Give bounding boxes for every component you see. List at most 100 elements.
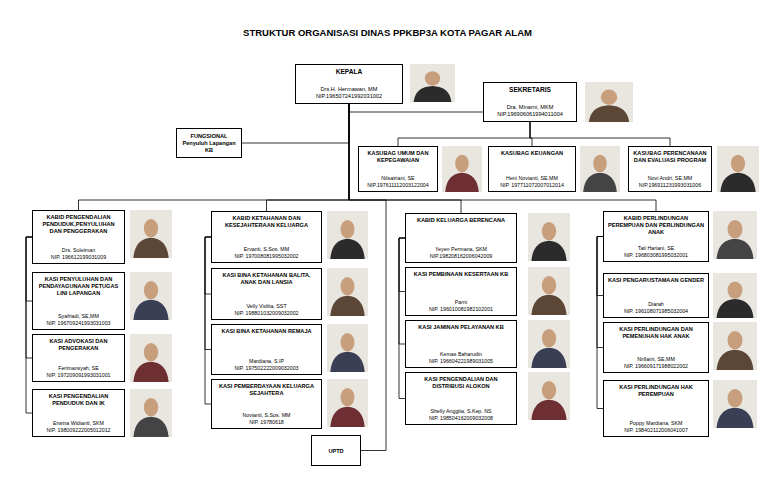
org-box: KEPALADrs.H. Hermawan, MMNIP.19650724199… bbox=[295, 64, 403, 104]
org-connector bbox=[267, 104, 350, 211]
photo-ground bbox=[130, 272, 172, 320]
person-name: Heni Novianti, SE.MM bbox=[492, 175, 572, 182]
org-box: KASI PEMBERDAYAAN KELUARGA SEJAHTERA Novi… bbox=[211, 379, 322, 429]
photo-ground bbox=[580, 146, 620, 192]
org-box: KASI PEMBINAAN KESERTAAN KBParniNIP. 196… bbox=[405, 267, 517, 316]
photo-ground bbox=[410, 64, 455, 102]
photo-body bbox=[720, 173, 755, 192]
photo-head bbox=[144, 219, 158, 237]
person-name: Poppy Mardiana, SKM bbox=[607, 420, 705, 427]
position-title: KASI JAMINAN PELAYANAN KB bbox=[409, 324, 513, 331]
person-nip: NIP. 196108071985032004 bbox=[607, 308, 705, 315]
person-info: ParniNIP. 196010081982102001 bbox=[409, 299, 513, 313]
org-box: KABID KELUARGA BERENCANA Yeyen Permana, S… bbox=[405, 213, 517, 263]
person-info: Erwina Widianti, SKMNIP. 198009222005012… bbox=[36, 420, 121, 434]
portrait-photo bbox=[717, 146, 759, 192]
photo-body bbox=[133, 417, 168, 437]
person-nip: NIP.198208162006042009 bbox=[409, 253, 513, 260]
connector-group bbox=[26, 104, 670, 451]
position-title: KASI PEMBERDAYAAN KELUARGA SEJAHTERA bbox=[215, 383, 318, 397]
photo-head bbox=[731, 155, 745, 172]
org-box: KABID PENGENDALIAN PENDUDUK,PENYULUHAN D… bbox=[32, 210, 125, 264]
portrait-photo bbox=[580, 146, 620, 192]
org-box: FUNGSIONAL Penyuluh Lapangan KB bbox=[176, 128, 242, 158]
photo-body bbox=[330, 296, 364, 316]
portrait-photo bbox=[130, 210, 172, 258]
org-box: KASI ADVOKASI DAN PENGERAKANFerimansyah,… bbox=[32, 334, 125, 382]
org-box: KASI BINA KETAHANAN BALITA, ANAK DAN LAN… bbox=[211, 268, 322, 320]
person-nip: NIP. 196604221989031005 bbox=[409, 358, 513, 365]
position-title: KASUBAG KEUANGAN bbox=[492, 150, 572, 157]
org-box: KABID KETAHANAN DAN KESEJAHTERAAN KELUAR… bbox=[211, 211, 322, 263]
photo-body bbox=[717, 299, 754, 318]
person-info: Dra. Minarni, MKMNIP.196906061994011004 bbox=[487, 104, 573, 119]
photo-body bbox=[330, 352, 364, 372]
org-box: KASUBAG KEUANGAN Heni Novianti, SE.MMNIP.… bbox=[488, 146, 576, 192]
person-name: Parni bbox=[409, 299, 513, 306]
person-info: Heni Novianti, SE.MMNIP. 197711072007012… bbox=[492, 175, 572, 189]
person-name: Tati Hariani, SE bbox=[607, 245, 705, 252]
person-info: Yeyen Permana, SKMNIP.198208162006042009 bbox=[409, 246, 513, 260]
org-connector bbox=[349, 104, 483, 112]
portrait-photo bbox=[130, 272, 172, 320]
org-box: KASI PENGENDALIAN PENDUDUK DAN IK Erwina … bbox=[32, 389, 125, 437]
photo-body bbox=[445, 173, 479, 192]
person-nip: NIP. 197008081995032002 bbox=[215, 253, 318, 260]
photo-ground bbox=[713, 322, 757, 370]
person-info: Syafriadi, SE,MMNIP. 196709241993031003 bbox=[36, 313, 121, 327]
position-title: KASI PENGENDALIAN PENDUDUK DAN IK bbox=[36, 393, 121, 407]
position-title: KASI ADVOKASI DAN PENGERAKAN bbox=[36, 338, 121, 352]
person-nip: NIP. 19780618 bbox=[215, 419, 318, 426]
person-info: Drs. SuleimanNIP. 196612199031009 bbox=[36, 247, 121, 261]
person-info: Ervanti, S.Sos. MMNIP. 19700808199503200… bbox=[215, 246, 318, 260]
person-name: Velly Violita, SST bbox=[215, 303, 318, 310]
photo-ground bbox=[130, 210, 172, 258]
portrait-photo bbox=[713, 322, 757, 370]
person-info: Mardiana, S.IPNIP. 197502222009032003 bbox=[215, 358, 318, 372]
photo-body bbox=[133, 362, 168, 382]
photo-ground bbox=[713, 380, 757, 428]
person-nip: NIP. 198801032009032002 bbox=[215, 310, 318, 317]
photo-ground bbox=[717, 146, 759, 192]
portrait-photo bbox=[713, 211, 757, 259]
person-nip: NIP. 196609171988022002 bbox=[607, 363, 705, 370]
org-box: SEKRETARISDra. Minarni, MKMNIP.196906061… bbox=[483, 82, 577, 122]
photo-ground bbox=[327, 268, 368, 316]
photo-ground bbox=[327, 379, 368, 427]
person-name: Diarah bbox=[607, 301, 705, 308]
person-info: Nilsatriani, SENIP.197611112003122004 bbox=[362, 175, 434, 189]
org-box: KASI PERLINDUNGAN HAK PEREMPUANPoppy Mar… bbox=[603, 380, 709, 437]
person-name: Shelly Anggita, S.Kep. NS bbox=[409, 408, 513, 415]
photo-head bbox=[542, 222, 556, 240]
photo-head bbox=[728, 389, 743, 407]
position-title: KASI BINA KETAHANAN REMAJA bbox=[215, 328, 318, 335]
photo-ground bbox=[528, 213, 570, 261]
portrait-photo bbox=[327, 268, 368, 316]
photo-head bbox=[425, 71, 440, 85]
photo-ground bbox=[442, 146, 482, 192]
photo-head bbox=[341, 277, 355, 295]
person-name: Novianti, S.Sos. MM bbox=[215, 412, 318, 419]
position-title: KASUBAG UMUM DAN KEPEGAWAIAN bbox=[362, 150, 434, 164]
org-box: KASI PENGARUSTAMAAN GENDERDiarahNIP. 196… bbox=[603, 273, 709, 318]
org-box: KASUBAG UMUM DAN KEPEGAWAIAN Nilsatriani,… bbox=[358, 146, 438, 192]
portrait-photo bbox=[327, 379, 368, 427]
person-name: Mardiana, S.IP bbox=[215, 358, 318, 365]
photo-ground bbox=[130, 334, 172, 382]
photo-body bbox=[717, 408, 754, 428]
person-nip: NIP. 197711072007012014 bbox=[492, 182, 572, 189]
position-title: KABID KELUARGA BERENCANA bbox=[409, 217, 513, 224]
photo-body bbox=[330, 239, 364, 259]
person-nip: NIP. 197502222009032003 bbox=[215, 365, 318, 372]
person-nip: NIP. 197209091993031001 bbox=[36, 372, 121, 379]
person-nip: NIP. 198504162009032008 bbox=[409, 415, 513, 422]
photo-body bbox=[717, 350, 754, 370]
person-nip: NIP. 198009222005012012 bbox=[36, 427, 121, 434]
org-box: KASI PENGENDALIAN DAN DISTRIBUSI ALOKONS… bbox=[405, 372, 517, 425]
portrait-photo bbox=[528, 213, 570, 261]
person-name: Drs.H. Hermawan, MM bbox=[299, 86, 399, 94]
person-name: Kemas Baharudin bbox=[409, 351, 513, 358]
photo-body bbox=[414, 86, 452, 102]
photo-body bbox=[531, 241, 566, 261]
